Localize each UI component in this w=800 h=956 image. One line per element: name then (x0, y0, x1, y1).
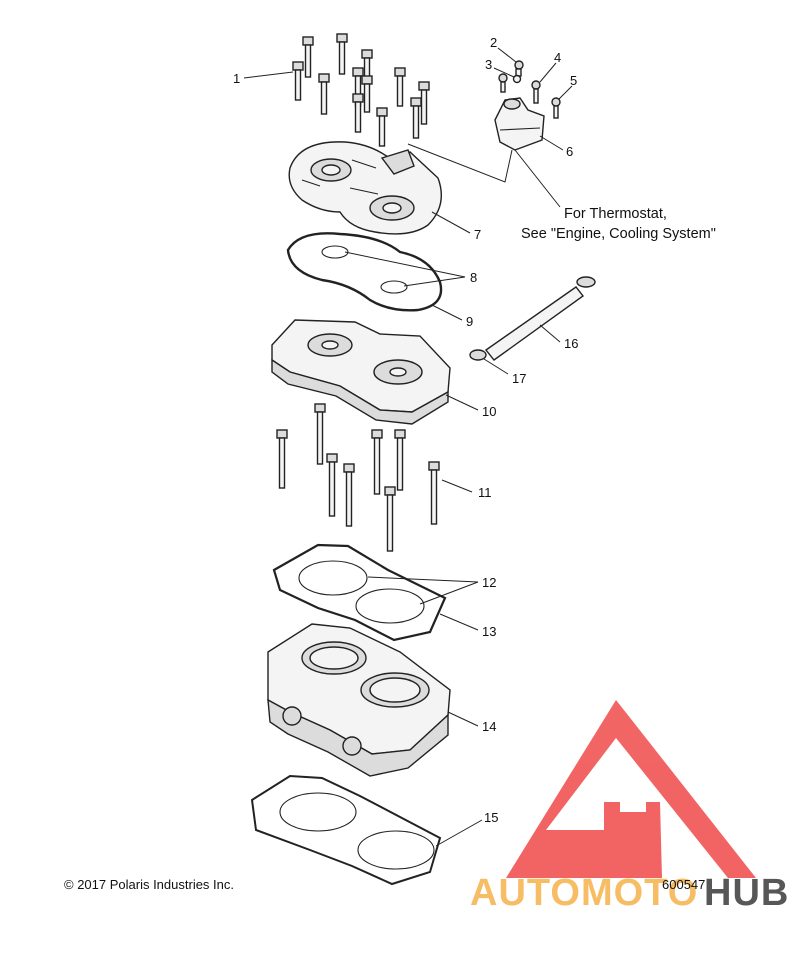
base-gasket (250, 774, 442, 886)
note-line-1: For Thermostat, (564, 206, 667, 222)
callout-7: 7 (474, 227, 481, 242)
watermark-text-automoto: AUTOMOTO (470, 872, 698, 914)
cylinder-head (271, 319, 451, 425)
head-cover (288, 141, 442, 235)
callout-3: 3 (485, 57, 492, 72)
watermark-logo: AUTOMOTO HUB (470, 700, 789, 914)
cylinder-bolts (276, 403, 440, 552)
callout-1: 1 (233, 71, 240, 86)
thermostat-housing (494, 60, 561, 151)
callout-14: 14 (482, 719, 496, 734)
callout-13: 13 (482, 624, 496, 639)
callout-12: 12 (482, 575, 496, 590)
head-bolts-top (292, 33, 430, 147)
callout-labels: 1 2 3 4 5 6 7 8 9 10 11 12 13 14 15 16 1… (233, 35, 578, 825)
callout-11: 11 (478, 485, 492, 500)
water-tube (469, 276, 596, 361)
callout-9: 9 (466, 314, 473, 329)
note-line-2: See "Engine, Cooling System" (521, 226, 716, 242)
cylinder-gasket (272, 543, 447, 642)
head-seal (286, 232, 443, 312)
thermostat-note: For Thermostat, See "Engine, Cooling Sys… (521, 206, 716, 242)
callout-6: 6 (566, 144, 573, 159)
callout-17: 17 (512, 371, 526, 386)
callout-8: 8 (470, 270, 477, 285)
drawing-number: 600547 (662, 877, 705, 892)
watermark-triangle-icon (506, 700, 756, 878)
callout-5: 5 (570, 73, 577, 88)
callout-16: 16 (564, 336, 578, 351)
callout-10: 10 (482, 404, 496, 419)
watermark-text-hub: HUB (704, 872, 789, 914)
leader-lines (243, 47, 573, 847)
callout-2: 2 (490, 35, 497, 50)
callout-15: 15 (484, 810, 498, 825)
cylinder-block (267, 623, 451, 777)
copyright-text: © 2017 Polaris Industries Inc. (64, 877, 234, 892)
callout-4: 4 (554, 50, 561, 65)
